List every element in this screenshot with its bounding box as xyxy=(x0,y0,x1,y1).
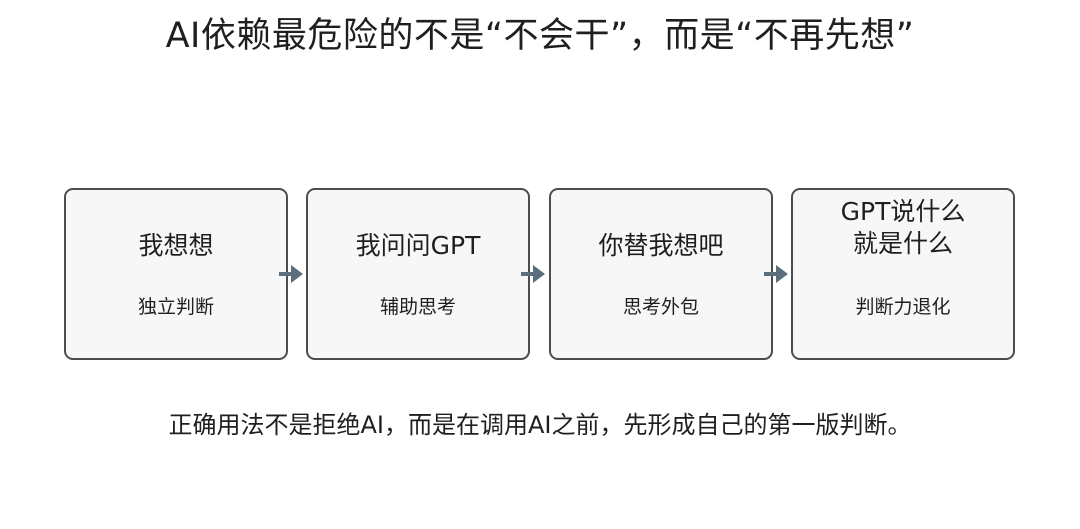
step-2-caption: 辅助思考 xyxy=(379,296,456,318)
step-box-4: GPT说什么 就是什么 判断力退化 xyxy=(791,188,1015,360)
step-3-label: 你替我想吧 xyxy=(598,231,724,260)
step-4-caption: 判断力退化 xyxy=(855,296,951,318)
conclusion-text: 正确用法不是拒绝AI，而是在调用AI之前，先形成自己的第一版判断。 xyxy=(168,411,912,439)
page-title: AI依赖最危险的不是“不会干”，而是“不再先想” xyxy=(165,16,915,56)
arrow-right-icon xyxy=(764,265,788,283)
arrow-right-icon xyxy=(279,265,303,283)
step-box-3: 你替我想吧 思考外包 xyxy=(549,188,773,360)
step-1-label: 我想想 xyxy=(138,231,214,260)
step-2-label: 我问问GPT xyxy=(355,231,481,260)
step-box-2: 我问问GPT 辅助思考 xyxy=(306,188,530,360)
step-3-caption: 思考外包 xyxy=(622,296,699,318)
step-4-label: GPT说什么 就是什么 xyxy=(793,196,1013,260)
arrow-right-icon xyxy=(521,265,545,283)
step-4-label-line-1: GPT说什么 xyxy=(840,197,966,226)
step-4-label-line-2: 就是什么 xyxy=(852,229,953,258)
step-1-caption: 独立判断 xyxy=(137,296,214,318)
step-box-1: 我想想 独立判断 xyxy=(64,188,288,360)
